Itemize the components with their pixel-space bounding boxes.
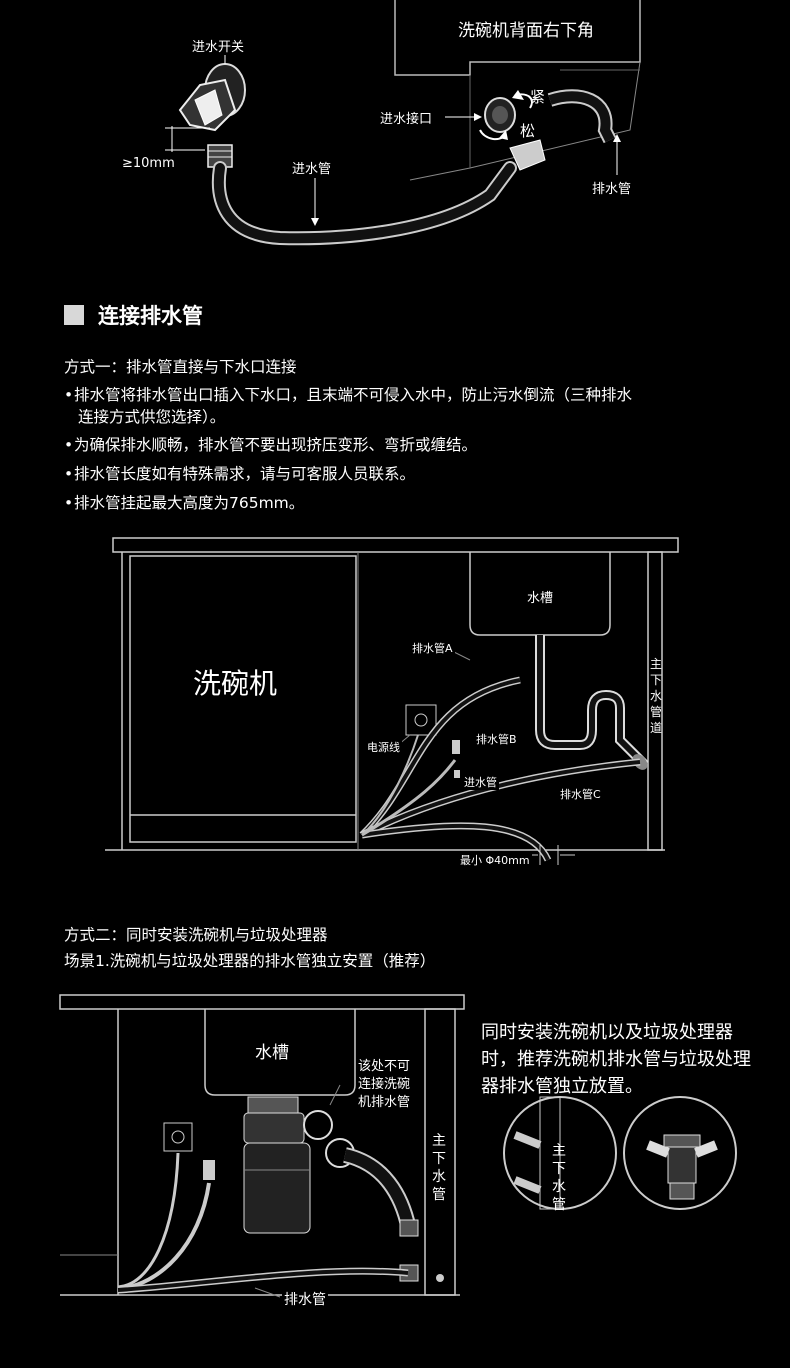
min-diameter-label: 最小 Φ40mm <box>458 852 532 868</box>
method1-bullet: •为确保排水顺畅，排水管不要出现挤压变形、弯折或缠结。 <box>64 436 478 454</box>
gap-label: ≥10mm <box>122 156 175 171</box>
bullet-text: 排水管挂起最大高度为765mm。 <box>74 494 305 512</box>
inlet-port-icon <box>479 90 546 171</box>
warning-line: 连接洗碗 <box>358 1077 411 1092</box>
warning-line: 机排水管 <box>358 1095 411 1110</box>
disposer-icon <box>243 1096 311 1234</box>
method1-bullet: •排水管挂起最大高度为765mm。 <box>64 494 305 512</box>
pipe-fitting-icon <box>646 1134 718 1200</box>
bullet-text: 排水管将排水管出口插入下水口，且末端不可侵入水中，防止污水倒流（三种排水 <box>74 386 633 404</box>
method1-diagram <box>105 537 679 865</box>
drain-hose-label-3: 排水管 <box>282 1289 328 1309</box>
bullet-text: 为确保排水顺畅，排水管不要出现挤压变形、弯折或缠结。 <box>74 436 478 454</box>
drain-b-label: 排水管B <box>474 731 519 747</box>
section-title-text: 连接排水管 <box>98 304 203 328</box>
top-diagram <box>165 0 641 246</box>
method1-heading: 方式一：排水管直接与下水口连接 <box>64 358 297 376</box>
valve-label: 进水开关 <box>192 40 245 55</box>
main-pipe-label: 主下水管道 <box>650 657 663 735</box>
inlet-valve-icon <box>178 63 246 168</box>
method2-scenario: 场景1.洗碗机与垃圾处理器的排水管独立安置（推荐） <box>64 952 436 970</box>
power-cord-label: 电源线 <box>365 739 402 755</box>
loosen-label: 松 <box>520 122 536 140</box>
inlet-hose-label: 进水管 <box>292 162 332 177</box>
inlet-port-label: 进水接口 <box>380 112 433 127</box>
drain-a-label: 排水管A <box>410 640 455 656</box>
drain-c-label: 排水管C <box>558 786 603 802</box>
square-icon <box>64 305 84 325</box>
inlet-hose-label-2: 进水管 <box>462 774 499 790</box>
method2-diagram <box>59 994 737 1298</box>
method1-bullet: •排水管将排水管出口插入下水口，且末端不可侵入水中，防止污水倒流（三种排水 <box>64 386 633 404</box>
method1-bullet: •排水管长度如有特殊需求，请与可客服人员联系。 <box>64 465 416 483</box>
warning-label: 该处不可 连接洗碗 机排水管 <box>358 1058 410 1112</box>
method1-bullet-cont: 连接方式供您选择）。 <box>78 408 226 426</box>
drain-hose-label: 排水管 <box>592 182 632 197</box>
circle-main-pipe-label: 主下水管 <box>552 1143 566 1213</box>
main-pipe-label-2: 主下水管 <box>432 1133 446 1203</box>
tighten-label: 紧 <box>530 88 546 106</box>
sink-label-2: 水槽 <box>255 1043 289 1063</box>
corner-title: 洗碗机背面右下角 <box>458 21 594 41</box>
recommendation-note: 同时安装洗碗机以及垃圾处理器时，推荐洗碗机排水管与垃圾处理器排水管独立放置。 <box>481 1022 751 1097</box>
method2-heading: 方式二：同时安装洗碗机与垃圾处理器 <box>64 926 328 944</box>
warning-line: 该处不可 <box>358 1059 411 1074</box>
dishwasher-label: 洗碗机 <box>193 667 278 700</box>
bullet-text: 排水管长度如有特殊需求，请与可客服人员联系。 <box>74 465 416 483</box>
sink-label: 水槽 <box>527 591 554 606</box>
